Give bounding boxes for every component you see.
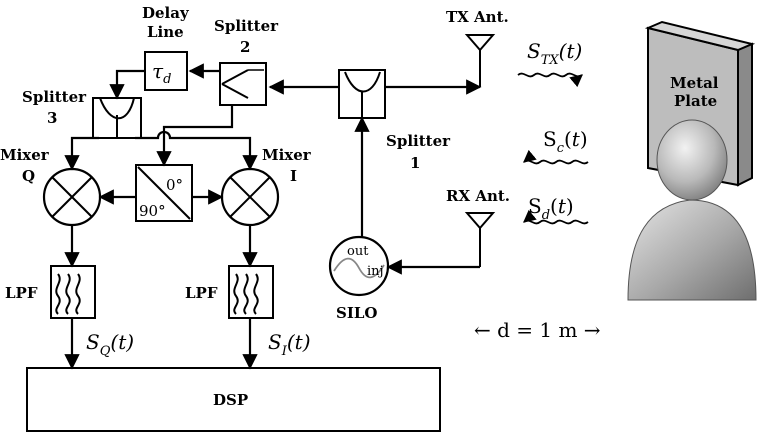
silo-out-label: out [347, 244, 369, 259]
delay-line-box [144, 51, 188, 91]
dsp-box [26, 367, 441, 432]
splitter1-label-1: Splitter [386, 132, 451, 150]
quadrature-hybrid [135, 164, 193, 222]
phase-0-label: 0° [166, 176, 183, 194]
splitter3-label-2: 3 [47, 109, 57, 127]
lpf-q [50, 265, 96, 319]
signal-s-d: Sd(t) [528, 194, 574, 223]
splitter2-label-2: 2 [240, 38, 250, 56]
mixer-i-label-1: Mixer [262, 146, 312, 164]
splitter2-label-1: Splitter [214, 17, 279, 35]
dsp-label: DSP [213, 391, 248, 409]
lpf-i-label: LPF [185, 284, 218, 302]
metal-plate-label-1: Metal [670, 74, 719, 92]
tx-ant-label: TX Ant. [446, 8, 509, 26]
lpf-i [228, 265, 274, 319]
splitter-1 [338, 69, 386, 119]
distance-label: ← d = 1 m → [474, 318, 601, 342]
delay-line-label-2: Line [147, 23, 184, 41]
connections [64, 63, 482, 370]
signal-s-tx: STX(t) [527, 39, 582, 68]
mixer-i [220, 167, 280, 227]
tx-antenna-icon [464, 34, 496, 87]
splitter1-label-2: 1 [410, 154, 420, 172]
rx-ant-label: RX Ant. [446, 187, 510, 205]
signal-waves [517, 72, 589, 225]
mixer-i-label-2: I [290, 167, 297, 185]
mixer-q [42, 167, 102, 227]
silo-label: SILO [336, 304, 377, 322]
splitter-3 [92, 97, 142, 139]
signal-s-i: SI(t) [268, 330, 311, 359]
signal-s-q: SQ(t) [86, 330, 134, 359]
mixer-q-label-1: Mixer [0, 146, 50, 164]
delay-line-label-1: Delay [142, 4, 190, 22]
signal-s-c: Sc(t) [543, 127, 588, 156]
metal-plate-label-2: Plate [674, 92, 717, 110]
splitter-2 [219, 62, 267, 106]
mixer-q-label-2: Q [22, 167, 35, 185]
person-icon [627, 119, 757, 301]
lpf-q-label: LPF [5, 284, 38, 302]
phase-90-label: 90° [139, 202, 166, 220]
silo-inj-label: inj [367, 264, 384, 279]
rx-antenna-icon [464, 212, 496, 267]
splitter3-label-1: Splitter [22, 88, 87, 106]
